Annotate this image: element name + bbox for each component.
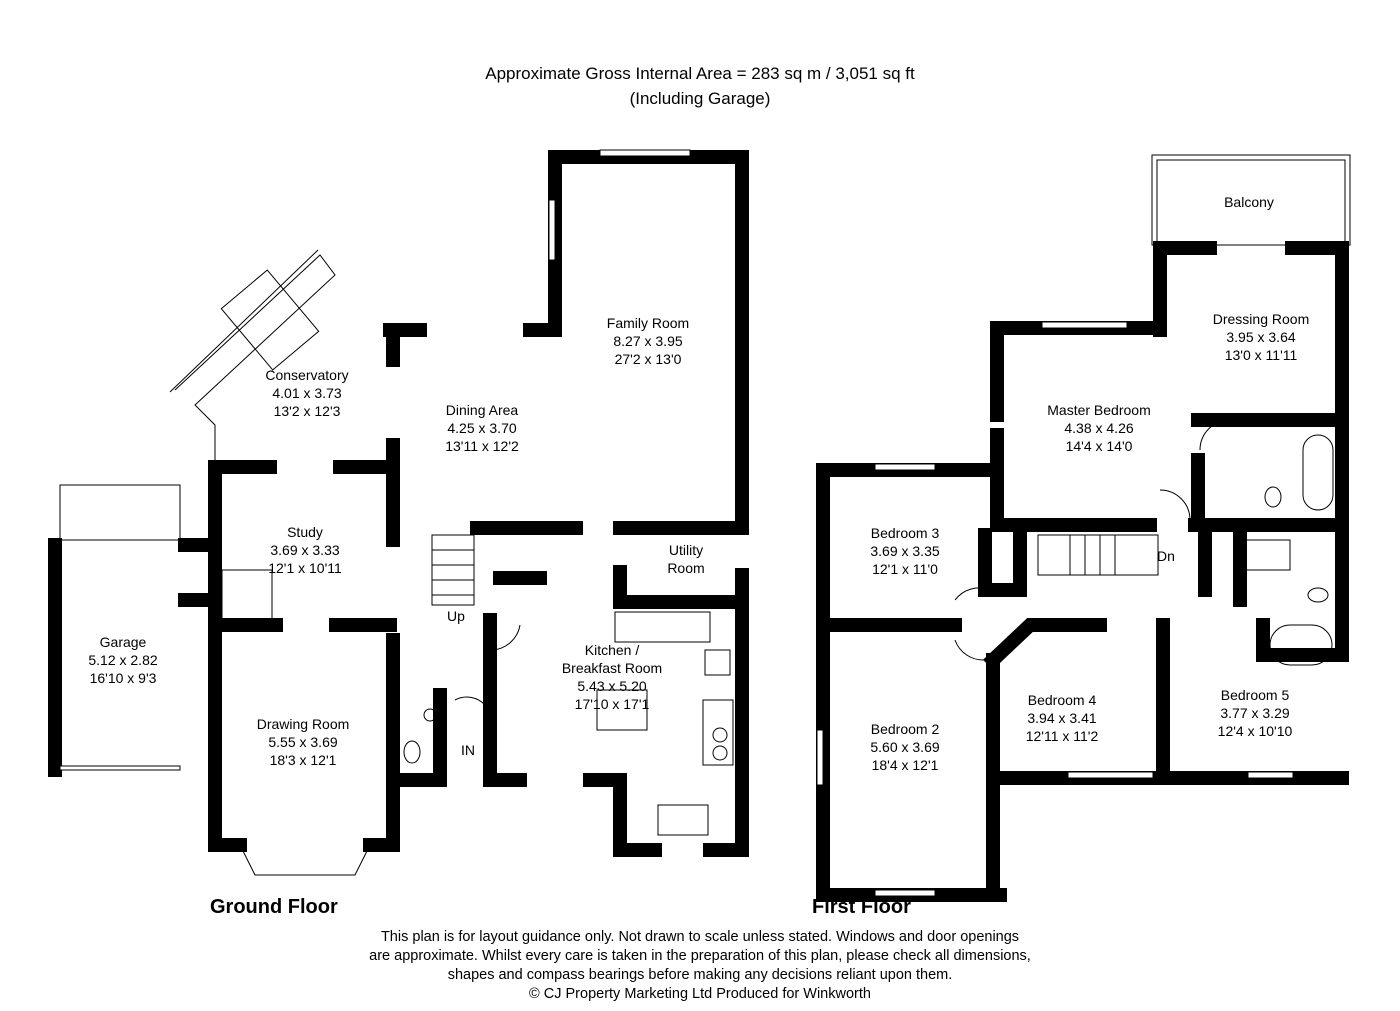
stairs-down-label: Dn: [1157, 548, 1175, 564]
room-drawing-room: Drawing Room 5.55 x 3.69 18'3 x 12'1: [257, 716, 350, 768]
svg-text:12'1 x 11'0: 12'1 x 11'0: [872, 561, 938, 577]
svg-text:Garage: Garage: [100, 634, 147, 650]
svg-text:18'3 x 12'1: 18'3 x 12'1: [270, 752, 337, 768]
room-study: Study 3.69 x 3.33 12'1 x 10'11: [268, 524, 342, 576]
svg-text:3.94 x 3.41: 3.94 x 3.41: [1027, 710, 1096, 726]
room-bedroom-3: Bedroom 3 3.69 x 3.35 12'1 x 11'0: [870, 525, 939, 577]
including-garage-note: (Including Garage): [629, 89, 771, 108]
room-kitchen-breakfast: Kitchen / Breakfast Room 5.43 x 5.20 17'…: [562, 642, 662, 712]
copyright-line: © CJ Property Marketing Ltd Produced for…: [529, 986, 871, 1002]
room-bedroom-4: Bedroom 4 3.94 x 3.41 12'11 x 11'2: [1026, 692, 1099, 744]
disclaimer: This plan is for layout guidance only. N…: [0, 928, 1400, 1004]
disclaimer-line: shapes and compass bearings before makin…: [447, 967, 953, 983]
svg-text:12'4 x 10'10: 12'4 x 10'10: [1218, 723, 1293, 739]
svg-text:Bedroom 5: Bedroom 5: [1221, 687, 1290, 703]
svg-text:Family Room: Family Room: [607, 315, 689, 331]
svg-text:Study: Study: [287, 524, 323, 540]
svg-text:5.12 x 2.82: 5.12 x 2.82: [88, 652, 157, 668]
stairs-up-label: Up: [447, 608, 465, 624]
entrance-label: IN: [461, 742, 475, 758]
gross-area-heading: Approximate Gross Internal Area = 283 sq…: [485, 64, 915, 83]
svg-text:18'4 x 12'1: 18'4 x 12'1: [872, 757, 939, 773]
svg-text:Utility: Utility: [669, 542, 703, 558]
svg-text:3.69 x 3.35: 3.69 x 3.35: [870, 543, 939, 559]
room-dining-area: Dining Area 4.25 x 3.70 13'11 x 12'2: [445, 402, 519, 454]
room-bedroom-5: Bedroom 5 3.77 x 3.29 12'4 x 10'10: [1218, 687, 1293, 739]
svg-text:Bedroom 3: Bedroom 3: [871, 525, 940, 541]
room-conservatory: Conservatory 4.01 x 3.73 13'2 x 12'3: [265, 367, 348, 419]
room-dressing-room: Dressing Room 3.95 x 3.64 13'0 x 11'11: [1213, 311, 1309, 363]
svg-text:Conservatory: Conservatory: [265, 367, 348, 383]
svg-text:17'10 x 17'1: 17'10 x 17'1: [575, 696, 650, 712]
svg-text:3.77 x 3.29: 3.77 x 3.29: [1220, 705, 1289, 721]
svg-text:Bedroom 2: Bedroom 2: [871, 721, 940, 737]
svg-text:Room: Room: [667, 560, 704, 576]
svg-text:4.01 x 3.73: 4.01 x 3.73: [272, 385, 341, 401]
svg-text:3.95 x 3.64: 3.95 x 3.64: [1226, 329, 1295, 345]
svg-text:13'0 x 11'11: 13'0 x 11'11: [1225, 347, 1298, 363]
room-master-bedroom: Master Bedroom 4.38 x 4.26 14'4 x 14'0: [1047, 402, 1150, 454]
svg-text:27'2 x 13'0: 27'2 x 13'0: [615, 351, 682, 367]
room-bedroom-2: Bedroom 2 5.60 x 3.69 18'4 x 12'1: [870, 721, 939, 773]
first-floor-title: First Floor: [812, 896, 911, 918]
svg-text:13'2 x 12'3: 13'2 x 12'3: [274, 403, 341, 419]
svg-text:Dressing Room: Dressing Room: [1213, 311, 1309, 327]
room-balcony: Balcony: [1224, 194, 1274, 210]
room-utility: Utility Room: [667, 542, 704, 576]
svg-text:Kitchen /: Kitchen /: [585, 642, 640, 658]
svg-text:5.60 x 3.69: 5.60 x 3.69: [870, 739, 939, 755]
svg-text:4.25 x 3.70: 4.25 x 3.70: [447, 420, 516, 436]
room-family-room: Family Room 8.27 x 3.95 27'2 x 13'0: [607, 315, 689, 367]
ground-floor-walls: [48, 150, 749, 857]
svg-text:Bedroom 4: Bedroom 4: [1028, 692, 1097, 708]
svg-text:12'11 x 11'2: 12'11 x 11'2: [1026, 728, 1099, 744]
svg-text:8.27 x 3.95: 8.27 x 3.95: [613, 333, 682, 349]
svg-text:5.43 x 5.20: 5.43 x 5.20: [577, 678, 646, 694]
ground-floor-title: Ground Floor: [210, 896, 338, 918]
svg-text:Drawing Room: Drawing Room: [257, 716, 350, 732]
disclaimer-line: are approximate. Whilst every care is ta…: [369, 948, 1031, 964]
svg-text:Dining Area: Dining Area: [446, 402, 519, 418]
first-floor-fittings: [816, 321, 1334, 897]
svg-text:Master Bedroom: Master Bedroom: [1047, 402, 1150, 418]
svg-text:14'4 x 14'0: 14'4 x 14'0: [1066, 438, 1133, 454]
ground-floor-fittings: [59, 149, 734, 876]
svg-text:13'11 x 12'2: 13'11 x 12'2: [445, 438, 519, 454]
svg-text:3.69 x 3.33: 3.69 x 3.33: [270, 542, 339, 558]
svg-text:12'1 x 10'11: 12'1 x 10'11: [268, 560, 342, 576]
disclaimer-line: This plan is for layout guidance only. N…: [380, 929, 1020, 945]
room-garage: Garage 5.12 x 2.82 16'10 x 9'3: [88, 634, 157, 686]
svg-text:16'10 x 9'3: 16'10 x 9'3: [90, 670, 157, 686]
svg-text:5.55 x 3.69: 5.55 x 3.69: [268, 734, 337, 750]
svg-text:4.38 x 4.26: 4.38 x 4.26: [1064, 420, 1133, 436]
svg-text:Breakfast Room: Breakfast Room: [562, 660, 662, 676]
